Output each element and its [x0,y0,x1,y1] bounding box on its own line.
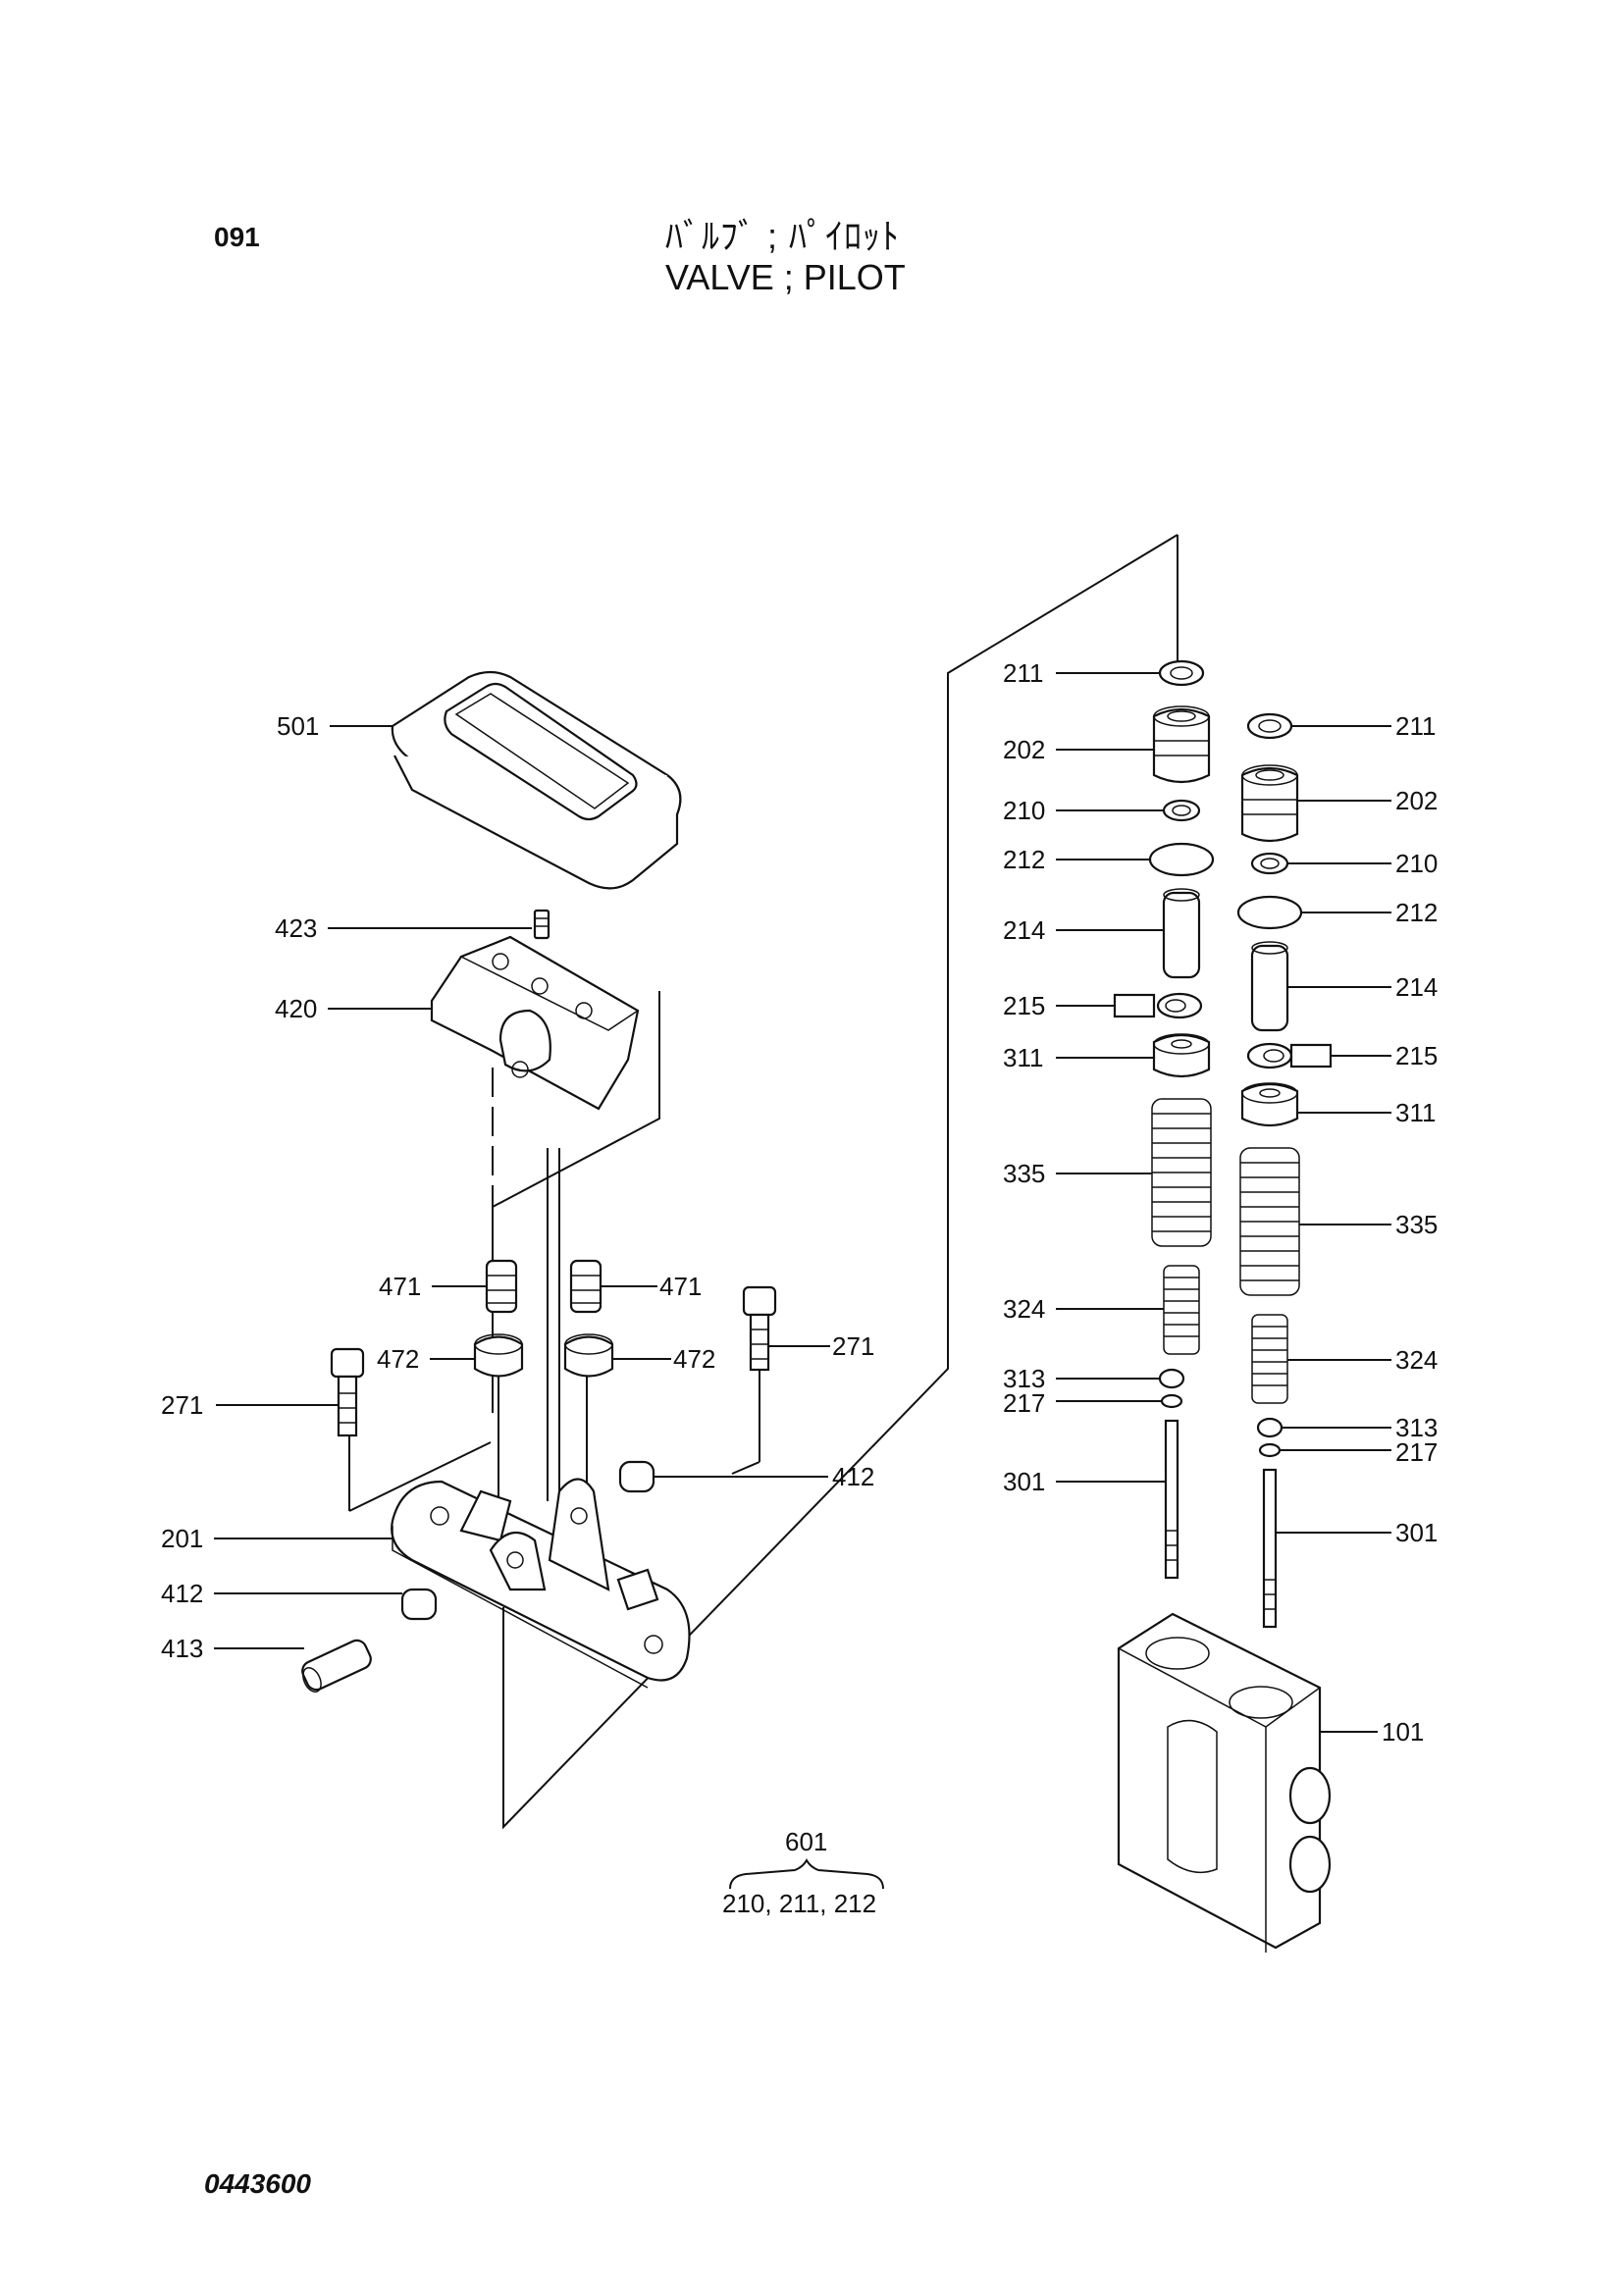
callout-271-right: 271 [832,1331,875,1361]
spring-seat-311-left [1152,1033,1211,1078]
spool-301-right [1262,1468,1278,1629]
callout-413: 413 [161,1634,204,1663]
bolt-271-left [330,1347,365,1437]
callout-214-right: 214 [1395,972,1439,1002]
callout-301-left: 301 [1003,1467,1046,1496]
oring-212-left [1148,842,1215,877]
seal-211-right [1246,712,1293,740]
washer-313-right [1256,1417,1283,1438]
callout-201: 201 [161,1524,204,1553]
leader-lines [214,672,1391,1733]
pin-412-upper [618,1460,655,1493]
callout-324-left: 324 [1003,1294,1046,1324]
kit-contents: 210, 211, 212 [722,1889,877,1918]
spring-324-right [1251,1314,1288,1404]
callout-311-left: 311 [1003,1043,1044,1072]
page-number: 091 [214,222,260,252]
push-rod-214-right [1250,941,1289,1032]
callout-472-left: 472 [377,1344,420,1374]
callout-215-right: 215 [1395,1041,1439,1070]
callout-211-right: 211 [1395,711,1437,741]
plug-202-left [1152,705,1211,784]
group-frame [502,534,1179,1830]
ring-217-right [1258,1442,1282,1458]
callout-501: 501 [277,711,320,741]
title-english: VALVE ; PILOT [665,257,906,297]
washer-215-left [1113,992,1203,1019]
spring-335-left [1151,1098,1212,1247]
boot-501 [391,670,682,890]
kit-brace [729,1857,884,1890]
title-japanese: ﾊﾞﾙﾌﾞ ; ﾊﾟｲﾛｯﾄ [665,216,901,256]
oring-212-right [1236,895,1303,930]
callout-202-right: 202 [1395,786,1439,815]
callout-471-right: 471 [659,1272,703,1301]
washer-215-right [1246,1042,1333,1069]
spring-seat-311-right [1240,1082,1299,1127]
callout-420: 420 [275,994,318,1023]
callout-215-left: 215 [1003,991,1046,1020]
oring-210-left [1162,799,1201,822]
washer-313-left [1158,1368,1185,1389]
callout-313-left: 313 [1003,1364,1046,1393]
plug-202-right [1240,764,1299,843]
seal-211-left [1158,659,1205,687]
callout-202-left: 202 [1003,735,1046,764]
callout-324-right: 324 [1395,1345,1439,1375]
ring-217-left [1160,1393,1183,1409]
set-screw-423 [533,909,550,940]
spring-335-right [1239,1147,1300,1296]
plug-471-right [569,1259,602,1314]
callout-271-left: 271 [161,1390,204,1420]
nut-472-left [473,1333,524,1378]
bolt-271-right [742,1285,777,1372]
spring-324-left [1163,1265,1200,1355]
callout-212-left: 212 [1003,845,1046,874]
drawing-number: 0443600 [204,2168,312,2199]
callout-471-left: 471 [379,1272,422,1301]
base-201 [391,1478,691,1689]
callout-335-right: 335 [1395,1210,1439,1239]
pin-412-lower [400,1588,438,1621]
spool-301-left [1164,1419,1179,1580]
callout-313-right: 313 [1395,1413,1439,1442]
callout-412-left: 412 [161,1579,204,1608]
nut-472-right [563,1333,614,1378]
callout-335-left: 335 [1003,1159,1046,1188]
callout-211-left: 211 [1003,658,1044,688]
push-rod-214-left [1162,888,1201,979]
casing-101 [1117,1612,1332,1953]
callout-212-right: 212 [1395,898,1439,927]
plug-471-left [485,1259,518,1314]
callout-101: 101 [1382,1717,1425,1747]
callout-217-left: 217 [1003,1388,1046,1418]
callout-210-right: 210 [1395,849,1439,878]
callout-472-right: 472 [673,1344,716,1374]
callout-311-right: 311 [1395,1098,1437,1127]
plate-420 [430,935,640,1111]
callout-214-left: 214 [1003,915,1046,945]
callout-412-right: 412 [832,1462,875,1491]
callout-423: 423 [275,913,318,943]
callout-217-right: 217 [1395,1437,1439,1467]
pin-413 [301,1639,372,1694]
callout-301-right: 301 [1395,1518,1439,1547]
kit-number: 601 [785,1827,828,1856]
callout-210-left: 210 [1003,796,1046,825]
oring-210-right [1250,852,1289,875]
